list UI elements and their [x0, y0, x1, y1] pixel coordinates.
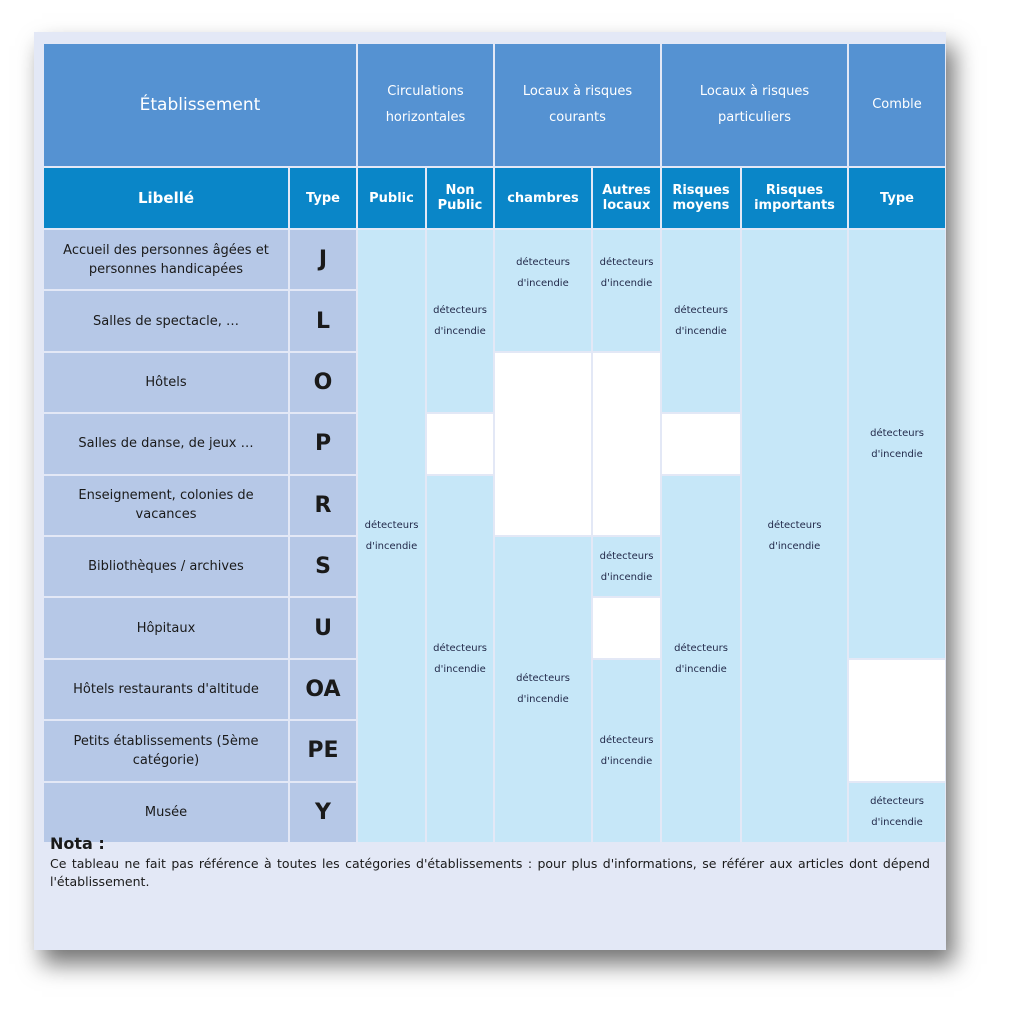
empty-cell: [593, 598, 660, 658]
row-type: P: [290, 414, 356, 474]
row-label: Enseignement, colonies de vacances: [44, 475, 288, 535]
detector-cell: détecteurs d'incendie: [662, 475, 740, 842]
detector-cell: détecteurs d'incendie: [593, 536, 660, 597]
row-label: Bibliothèques / archives: [44, 536, 288, 597]
subheader-libelle: Libellé: [44, 168, 288, 228]
row-type: O: [290, 352, 356, 413]
row-type: L: [290, 291, 356, 351]
header-locaux-particuliers: Locaux à risques particuliers: [662, 44, 847, 166]
subheader-non-public: Non Public: [427, 168, 493, 228]
subheader-chambres: chambres: [495, 168, 591, 228]
subheader-autres-locaux: Autres locaux: [593, 168, 660, 228]
header-locaux-courants: Locaux à risques courants: [495, 44, 660, 166]
row-label: Petits établissements (5ème catégorie): [44, 721, 288, 781]
detector-cell: détecteurs d'incendie: [427, 230, 493, 413]
row-label: Musée: [44, 782, 288, 842]
subheader-public: Public: [358, 168, 425, 228]
empty-cell: [849, 659, 945, 781]
subheader-risques-moyens: Risques moyens: [662, 168, 740, 228]
detector-cell: détecteurs d'incendie: [427, 475, 493, 842]
detector-cell: détecteurs d'incendie: [849, 230, 945, 658]
subheader-risques-importants: Risques importants: [742, 168, 847, 228]
subheader-type: Type: [290, 168, 356, 228]
empty-cell: [495, 352, 591, 535]
subheader-comble-type: Type: [849, 168, 945, 228]
detector-cell: détecteurs d'incendie: [358, 230, 425, 842]
empty-cell: [593, 352, 660, 535]
detector-cell: détecteurs d'incendie: [742, 230, 847, 842]
row-type: U: [290, 598, 356, 658]
detection-table: Établissement Circulations horizontales …: [44, 44, 945, 842]
row-label: Accueil des personnes âgées et personnes…: [44, 230, 288, 290]
row-label: Hôtels restaurants d'altitude: [44, 659, 288, 720]
detector-cell: détecteurs d'incendie: [495, 230, 591, 351]
empty-cell: [662, 414, 740, 474]
nota-text: Ce tableau ne fait pas référence à toute…: [50, 856, 930, 889]
row-type: R: [290, 475, 356, 535]
row-type: OA: [290, 659, 356, 720]
detector-cell: détecteurs d'incendie: [662, 230, 740, 413]
row-type: J: [290, 230, 356, 290]
nota-section: Nota : Ce tableau ne fait pas référence …: [50, 834, 930, 891]
detector-cell: détecteurs d'incendie: [593, 659, 660, 842]
row-type: Y: [290, 782, 356, 842]
header-circulations: Circulations horizontales: [358, 44, 493, 166]
detector-cell: détecteurs d'incendie: [593, 230, 660, 351]
header-etablissement: Établissement: [44, 44, 356, 166]
row-label: Salles de danse, de jeux …: [44, 414, 288, 474]
empty-cell: [427, 414, 493, 474]
detector-cell: détecteurs d'incendie: [495, 536, 591, 842]
header-comble: Comble: [849, 44, 945, 166]
row-label: Hôtels: [44, 352, 288, 413]
row-label: Hôpitaux: [44, 598, 288, 658]
nota-title: Nota :: [50, 834, 105, 853]
detector-cell: détecteurs d'incendie: [849, 782, 945, 842]
row-type: PE: [290, 721, 356, 781]
row-type: S: [290, 536, 356, 597]
row-label: Salles de spectacle, …: [44, 291, 288, 351]
